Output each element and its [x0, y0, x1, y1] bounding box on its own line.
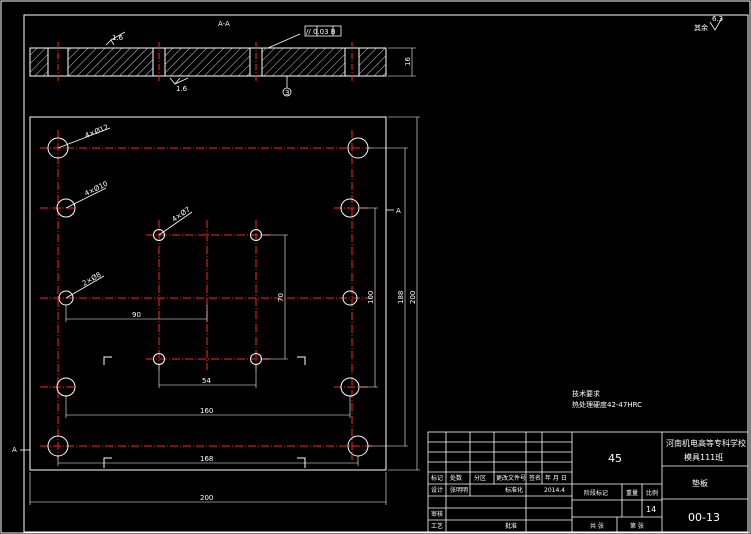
hole-7-tr — [250, 229, 262, 241]
callout-label: 3 — [285, 89, 289, 97]
dim-160: 160 — [200, 407, 213, 415]
tb-h-std: 标准化 — [505, 486, 523, 494]
dim-168: 168 — [200, 455, 213, 463]
plan-view: 4×Ø12 4×Ø10 2×Ø8 4×Ø7 A A 90 54 — [12, 116, 420, 505]
tb-material: 45 — [608, 452, 622, 465]
datum-callout — [282, 87, 292, 97]
callout-4x10: 4×Ø10 — [83, 180, 109, 198]
roughness-bottom: 1.6 — [176, 85, 188, 93]
tb-designer: 张明明 — [450, 486, 468, 494]
tb-h-mark: 标记 — [431, 474, 443, 482]
tb-h-count: 处数 — [450, 474, 462, 482]
roughness-top: 1.6 — [112, 34, 124, 42]
dim-200-vertical: 200 — [409, 291, 417, 304]
tb-h-zone: 分区 — [474, 474, 486, 482]
center-lines — [40, 130, 372, 460]
parallelism-tolerance: // 0.03 B — [306, 28, 336, 36]
tb-drawing-no: 00-13 — [688, 511, 720, 524]
section-mark-right: A — [396, 207, 401, 215]
section-body — [29, 47, 387, 77]
plate-outline — [29, 116, 387, 471]
tb-h-scale: 比例 — [646, 489, 658, 497]
section-mark-left: A — [12, 446, 17, 454]
tech-req-title: 技术要求 — [572, 389, 600, 398]
tb-h-weight: 重量 — [626, 489, 638, 497]
dim-90: 90 — [132, 311, 141, 319]
tb-h-change: 更改文件号 — [496, 474, 526, 482]
tb-h-stage: 阶段标记 — [584, 489, 608, 497]
roughness-other-label: 其余 — [694, 23, 708, 32]
tb-h-sign: 签名 — [529, 474, 541, 482]
tb-qty: 14 — [646, 505, 656, 514]
dim-200-horizontal: 200 — [200, 494, 213, 502]
roughness-other-value: 6.3 — [712, 15, 723, 23]
dim-thickness: 16 — [404, 57, 412, 66]
title-block — [427, 431, 749, 533]
tb-part-name: 垫板 — [692, 478, 708, 488]
tech-requirements: 技术要求 热处理硬度42-47HRC — [572, 389, 642, 409]
tb-h-approve: 批准 — [505, 522, 517, 530]
callout-4x12: 4×Ø12 — [84, 123, 110, 140]
hole-10-tr — [340, 198, 360, 218]
hole-7-tl — [153, 229, 165, 241]
dim-100: 100 — [367, 291, 375, 304]
tb-h-sheets: 共 张 — [590, 522, 604, 530]
tb-date: 2014.4 — [544, 487, 565, 494]
tb-h-sheet: 第 张 — [630, 522, 644, 530]
inner-frame — [23, 14, 749, 533]
dim-54: 54 — [202, 377, 211, 385]
tb-class: 模具111班 — [684, 452, 723, 462]
section-title: A-A — [218, 20, 230, 28]
dim-70: 70 — [277, 293, 285, 302]
tb-h-review: 审核 — [431, 510, 443, 518]
callout-2x8: 2×Ø8 — [81, 271, 103, 288]
tb-school: 河南机电高等专科学校 — [666, 438, 746, 448]
section-view: A-A 1.6 1.6 // 0.03 B 3 16 — [29, 20, 416, 97]
hole-8-right — [342, 290, 358, 306]
hole-12-tl — [47, 137, 69, 159]
title-block-text: 45 河南机电高等专科学校 模具111班 垫板 00-13 标记 处数 分区 更… — [431, 438, 746, 530]
dim-188: 188 — [397, 291, 405, 304]
tb-h-design: 设计 — [431, 486, 443, 494]
hole-10-tl — [56, 198, 76, 218]
tb-h-process: 工艺 — [431, 522, 443, 530]
corner-roughness: 其余 6.3 — [694, 15, 723, 32]
tb-h-date: 年 月 日 — [545, 474, 567, 482]
hole-7-br — [250, 353, 262, 365]
hole-7-bl — [153, 353, 165, 365]
tech-req-line1: 热处理硬度42-47HRC — [572, 400, 642, 409]
